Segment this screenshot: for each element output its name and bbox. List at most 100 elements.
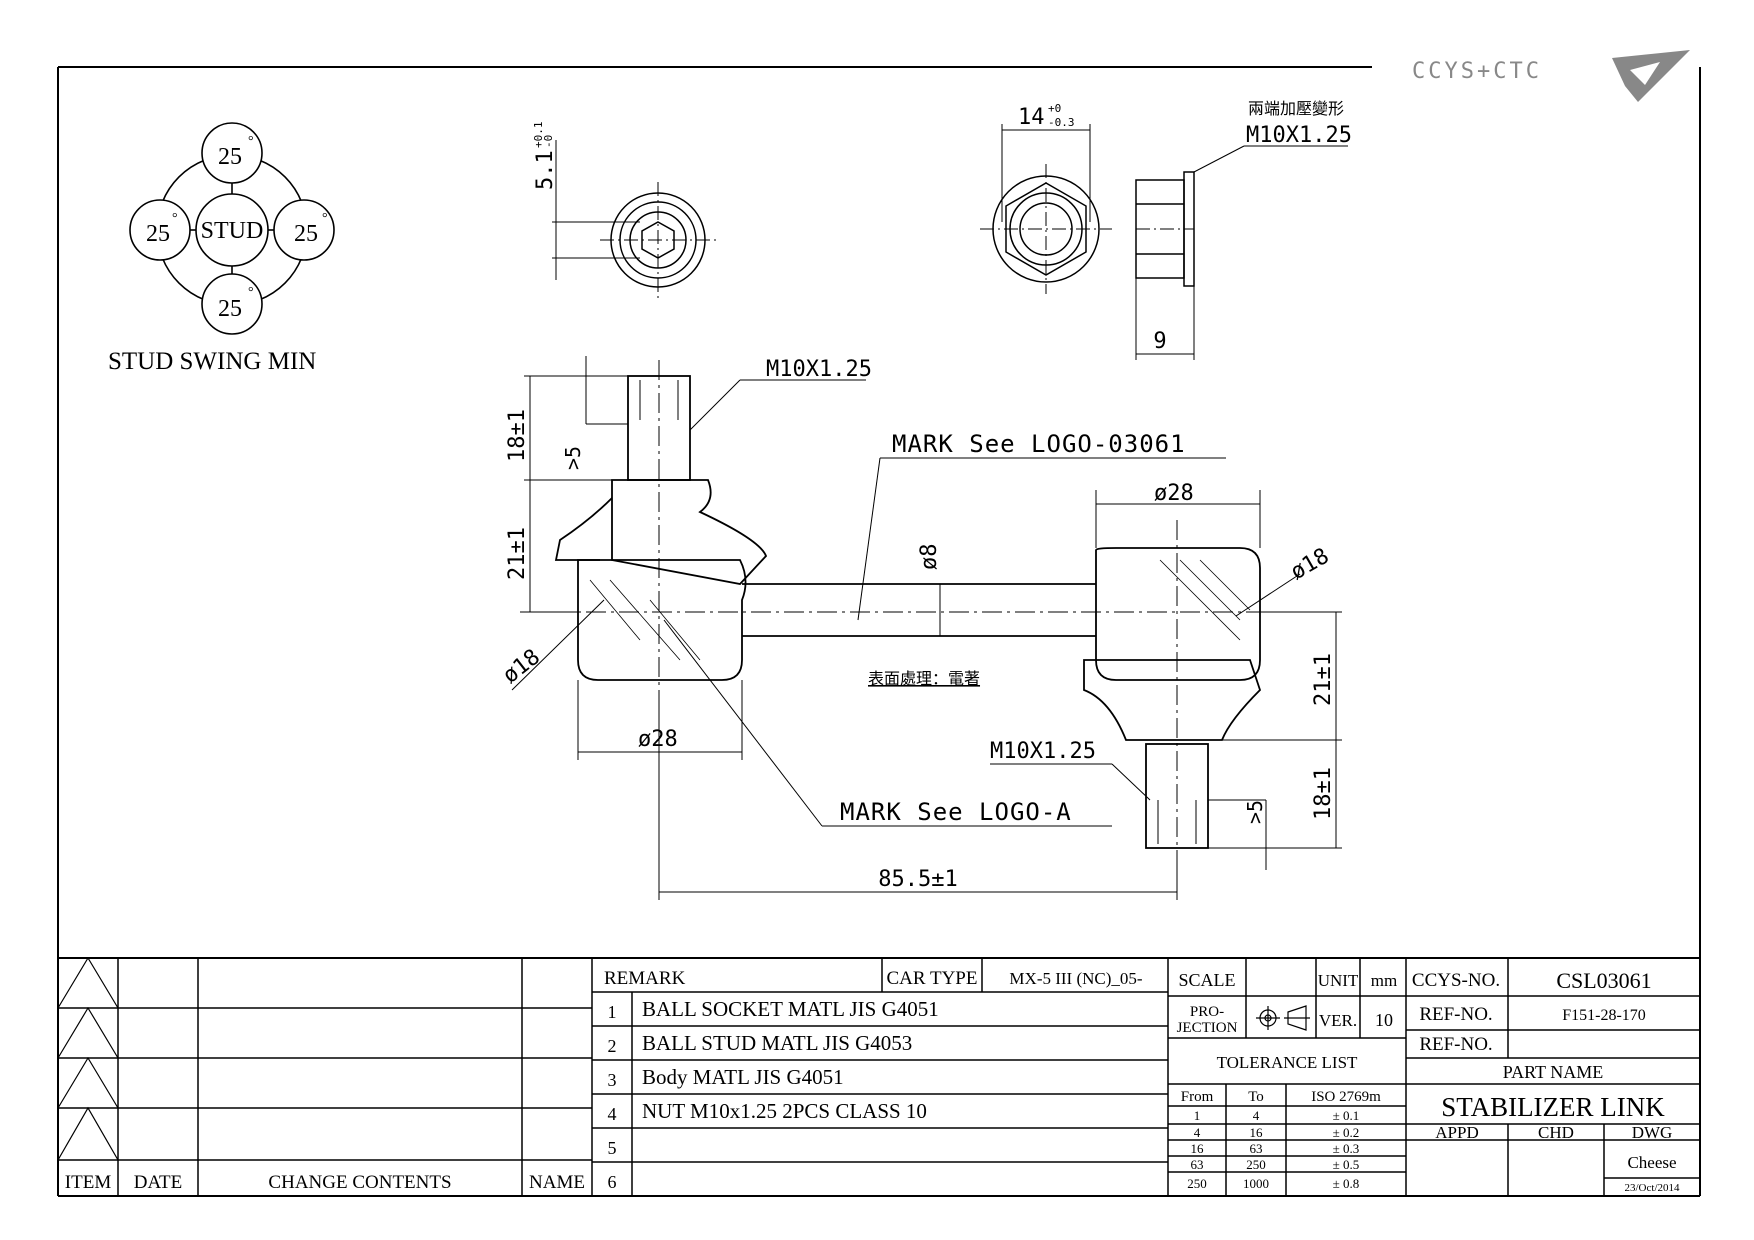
bottom-thread-label: M10X1.25 — [990, 739, 1096, 764]
mark-logo-a-note: MARK See LOGO-A — [840, 798, 1072, 826]
tol-to-2: 16 — [1250, 1125, 1264, 1140]
stud-swing-labels: STUD 25 25 25 25 ° ° ° ° STUD SWING MIN — [108, 134, 328, 375]
remark-no-2: 2 — [608, 1036, 617, 1056]
ref-no-label-2: REF-NO. — [1419, 1034, 1492, 1055]
right-housing-dia-dim: ø28 — [1154, 481, 1194, 506]
hex-depth-tol-upper: +0.1 — [532, 122, 545, 149]
remark-text-4: NUT M10x1.25 2PCS CLASS 10 — [642, 1099, 927, 1123]
stud-swing-diagram — [129, 122, 335, 335]
unit-value: mm — [1371, 971, 1397, 990]
car-type-value: MX-5 III (NC)_05- — [1009, 969, 1142, 988]
mark-logo-03061-note: MARK See LOGO-03061 — [892, 430, 1186, 458]
nut-width-dim: 14 — [1018, 105, 1045, 130]
tol-value-2: ± 0.2 — [1333, 1125, 1360, 1140]
tol-to-3: 63 — [1250, 1141, 1263, 1156]
remark-no-6: 6 — [608, 1172, 617, 1192]
title-block-text: ITEM DATE CHANGE CONTENTS NAME REMARK CA… — [65, 968, 1397, 1193]
company-logo: CCYS+CTC — [1412, 50, 1690, 102]
tol-value-5: ± 0.8 — [1333, 1176, 1360, 1191]
tol-header-to: To — [1248, 1089, 1264, 1105]
remark-no-3: 3 — [608, 1070, 617, 1090]
appd-label: APPD — [1435, 1123, 1478, 1142]
dimension-lines — [511, 356, 1342, 900]
car-type-label: CAR TYPE — [887, 968, 978, 989]
tol-to-1: 4 — [1253, 1108, 1260, 1123]
degree-mark-left: ° — [172, 211, 178, 226]
scale-label: SCALE — [1178, 970, 1235, 990]
ref-no-value-1: F151-28-170 — [1562, 1007, 1646, 1024]
projection-label-2: JECTION — [1177, 1020, 1238, 1036]
dwg-label: DWG — [1632, 1123, 1673, 1142]
tol-from-3: 16 — [1191, 1141, 1205, 1156]
top-height-dim: 21±1 — [505, 527, 530, 580]
bottom-height-dim: 21±1 — [1311, 653, 1336, 706]
remark-no-5: 5 — [608, 1138, 617, 1158]
rev-header-change: CHANGE CONTENTS — [268, 1172, 451, 1193]
nut-side-view — [1135, 145, 1348, 360]
bottom-thread-min-dim: >5 — [1243, 800, 1267, 824]
degree-mark-bottom: ° — [248, 285, 254, 300]
ccys-no-label: CCYS-NO. — [1412, 970, 1500, 991]
tol-value-3: ± 0.3 — [1333, 1141, 1360, 1156]
remark-no-1: 1 — [608, 1002, 617, 1022]
tol-from-1: 1 — [1194, 1108, 1201, 1123]
tol-value-1: ± 0.1 — [1333, 1108, 1360, 1123]
stud-swing-caption: STUD SWING MIN — [108, 348, 316, 375]
nut-width-tol-upper: +0 — [1048, 102, 1061, 115]
part-name-value: STABILIZER LINK — [1441, 1092, 1665, 1122]
title-block-grid — [57, 956, 1700, 1196]
nut-width-tol-lower: -0.3 — [1048, 116, 1075, 129]
nut-deform-note: 兩端加壓變形 — [1248, 100, 1344, 118]
tol-from-2: 4 — [1194, 1125, 1201, 1140]
ref-no-label-1: REF-NO. — [1419, 1004, 1492, 1025]
left-housing-dia-dim: ø28 — [638, 727, 678, 752]
rev-header-name: NAME — [529, 1172, 585, 1193]
tol-from-4: 63 — [1191, 1157, 1204, 1172]
nut-thickness-dim: 9 — [1153, 329, 1166, 354]
rev-header-date: DATE — [134, 1172, 183, 1193]
remark-text-2: BALL STUD MATL JIS G4053 — [642, 1031, 912, 1055]
version-value: 10 — [1375, 1010, 1393, 1030]
sheet-border — [57, 66, 1701, 1197]
projection-label-1: PRO- — [1190, 1004, 1224, 1020]
nut-thread-label: M10X1.25 — [1246, 123, 1352, 148]
remark-text-1: BALL SOCKET MATL JIS G4051 — [642, 997, 939, 1021]
projection-symbol — [1256, 1005, 1310, 1031]
svg-text:CCYS+CTC: CCYS+CTC — [1412, 59, 1542, 84]
part-info-block: CCYS-NO. CSL03061 REF-NO. F151-28-170 RE… — [1412, 968, 1680, 1194]
tol-header-std: ISO 2769m — [1311, 1089, 1381, 1105]
drawing-date: 23/Oct/2014 — [1625, 1182, 1680, 1194]
top-thread-length-dim: 18±1 — [505, 409, 530, 462]
tol-header-from: From — [1181, 1089, 1214, 1105]
rev-header-item: ITEM — [65, 1172, 112, 1193]
bottom-thread-length-dim: 18±1 — [1311, 767, 1336, 820]
left-ball-dia-dim: ø18 — [498, 645, 545, 689]
hex-depth-dim: 5.1 — [533, 150, 558, 190]
nut-end-view — [980, 124, 1112, 294]
remark-header: REMARK — [604, 968, 686, 989]
degree-mark-top: ° — [248, 134, 254, 149]
remark-no-4: 4 — [608, 1104, 617, 1124]
swing-angle-bottom: 25 — [218, 296, 242, 322]
right-ball-dia-dim: ø18 — [1287, 544, 1334, 586]
dimension-labels: M10X1.25 18±1 >5 21±1 MARK See LOGO-0306… — [498, 357, 1336, 892]
rod-dia-dim: ø8 — [917, 544, 942, 571]
tol-value-4: ± 0.5 — [1333, 1157, 1360, 1172]
tolerance-table: 1 4 ± 0.1 4 16 ± 0.2 16 63 ± 0.3 63 250 … — [1187, 1108, 1359, 1191]
tol-to-4: 250 — [1246, 1157, 1266, 1172]
stud-end-view — [552, 140, 716, 298]
ccys-no-value: CSL03061 — [1556, 968, 1651, 993]
degree-mark-right: ° — [322, 211, 328, 226]
part-name-label: PART NAME — [1503, 1062, 1603, 1082]
stud-center-label: STUD — [201, 218, 264, 244]
surface-treatment-note: 表面處理：電著 — [868, 670, 980, 688]
unit-label: UNIT — [1318, 971, 1359, 990]
tol-from-5: 250 — [1187, 1176, 1207, 1191]
tolerance-title: TOLERANCE LIST — [1217, 1053, 1358, 1072]
version-label: VER. — [1319, 1011, 1357, 1030]
swing-angle-right: 25 — [294, 221, 318, 247]
overall-length-dim: 85.5±1 — [878, 867, 957, 892]
swing-angle-left: 25 — [146, 221, 170, 247]
swing-angle-top: 25 — [218, 144, 242, 170]
